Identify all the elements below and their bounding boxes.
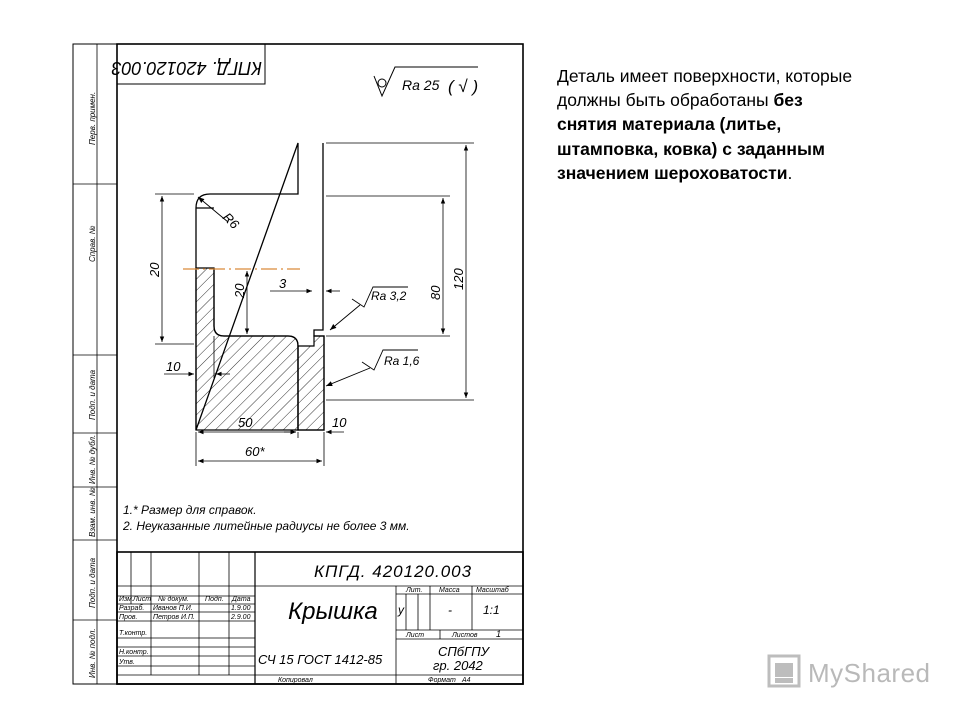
description-part-1: Деталь имеет поверхности, которые должны…	[557, 66, 853, 111]
row-date: 1.9.00	[231, 605, 251, 612]
scale-label: Масштаб	[476, 586, 510, 594]
roughness-general-check: ( √ )	[448, 77, 478, 96]
dim-50-label: 50	[238, 415, 253, 430]
description-text: Деталь имеет поверхности, которые должны…	[557, 64, 857, 185]
row-role: Утв.	[118, 659, 135, 666]
code-box	[116, 43, 266, 85]
sheets-value: 1	[496, 629, 501, 639]
header-sign: Подп.	[205, 595, 224, 603]
lit-label: Лит.	[405, 587, 422, 594]
row-role: Разраб.	[119, 604, 144, 612]
format-label: Формат	[428, 677, 456, 684]
dim-3-label: 3	[279, 276, 287, 291]
description-part-3: .	[787, 162, 793, 183]
dim-120	[326, 142, 474, 401]
row-date: 2.9.00	[230, 614, 251, 621]
dim-60-label: 60*	[245, 444, 265, 459]
row-name: Петров И.П.	[153, 614, 195, 621]
dim-10-left	[164, 336, 230, 466]
mass-label: Масса	[439, 587, 460, 594]
material: СЧ 15 ГОСТ 1412-85	[258, 652, 383, 667]
header-change: Изм.	[119, 596, 134, 603]
side-label: Перв. примен.	[88, 92, 97, 145]
watermark: MyShared	[766, 652, 936, 696]
dim-10-right	[284, 429, 344, 466]
roughness-general-label: Ra 25	[402, 77, 440, 93]
side-label: Взам. инв. №	[88, 487, 97, 537]
format-value: А4	[461, 677, 471, 684]
description-part-2: без снятия материала (литье, штамповка, …	[557, 90, 825, 183]
dim-120-label: 120	[451, 268, 466, 290]
title-block-grid	[116, 551, 524, 685]
roughness-general-symbol	[373, 66, 478, 98]
row-name: Иванов П.И.	[153, 605, 193, 612]
copied-label: Копировал	[278, 677, 313, 684]
side-stamp	[73, 44, 117, 684]
roughness-16-label: Ra 1,6	[384, 354, 420, 368]
lit-value: у	[397, 603, 405, 617]
header-sheet: Лист	[132, 596, 151, 603]
sheets-label: Листов	[451, 632, 478, 639]
side-label: Справ. №	[88, 225, 97, 262]
dim-10-left-label: 10	[166, 359, 181, 374]
row-role: Н.контр.	[119, 649, 149, 656]
rotated-code: КПГД. 420120.003	[112, 58, 262, 78]
header-docnum: № докум.	[158, 595, 189, 603]
sheet-label: Лист	[405, 632, 424, 639]
row-role: Т.контр.	[119, 630, 147, 637]
dim-20-left-label: 20	[147, 262, 162, 278]
dim-80-label: 80	[428, 285, 443, 300]
radius-label: R6	[220, 210, 243, 233]
mass-value: -	[448, 603, 452, 617]
roughness-32-symbol	[329, 286, 408, 331]
dim-20-mid-label: 20	[232, 283, 247, 299]
scale-value: 1:1	[483, 603, 500, 617]
note-2: 2. Неуказанные литейные радиусы не более…	[122, 519, 410, 533]
dim-50	[198, 429, 299, 438]
side-label: Инв. № подл.	[88, 628, 97, 678]
designation: КПГД. 420120.003	[314, 562, 472, 581]
dim-20-left	[155, 193, 194, 345]
part-name: Крышка	[288, 598, 378, 625]
roughness-16-symbol	[325, 349, 418, 387]
row-role: Пров.	[119, 614, 138, 621]
note-1: 1.* Размер для справок.	[123, 503, 257, 517]
watermark-text: MyShared	[808, 658, 931, 688]
dim-10-right-label: 10	[332, 415, 347, 430]
hatched-section-right	[297, 335, 325, 431]
hatched-section-left	[195, 267, 299, 431]
watermark-icon	[767, 654, 801, 688]
radius-leader	[197, 196, 229, 223]
group: гр. 2042	[433, 658, 484, 673]
header-date: Дата	[231, 596, 251, 603]
side-label: Подп. и дата	[88, 369, 97, 420]
roughness-32-label: Ra 3,2	[371, 289, 407, 303]
dim-80	[326, 195, 450, 337]
side-label: Инв. № дубл.	[88, 435, 97, 484]
organization: СПбГПУ	[438, 644, 491, 659]
side-label: Подп. и дата	[88, 557, 97, 608]
